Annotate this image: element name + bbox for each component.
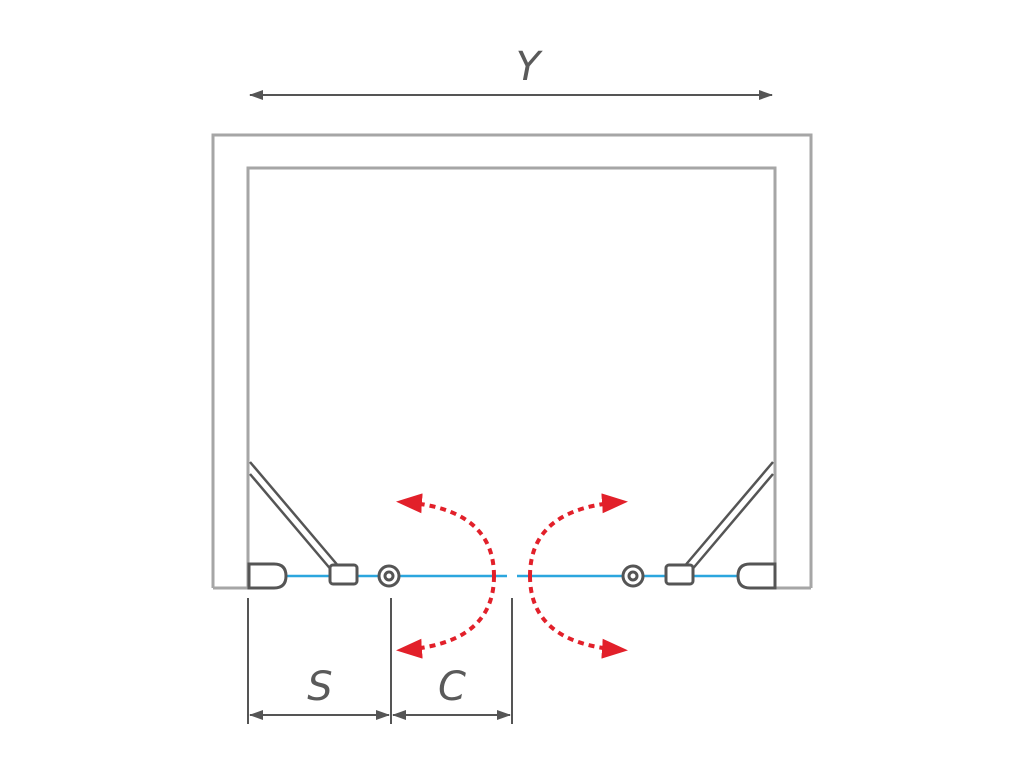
left-wall-profile xyxy=(247,562,288,590)
left-fixed-panel xyxy=(249,461,341,573)
right-wall-profile xyxy=(736,562,777,590)
width-label: Y xyxy=(516,44,544,90)
enclosure-frame xyxy=(211,133,813,590)
outer-wall xyxy=(211,133,813,588)
right-handle-knob-inner xyxy=(627,570,639,582)
left-hinge xyxy=(328,563,359,586)
right-swing-arrow-inward xyxy=(528,493,628,577)
width-dimension: Y xyxy=(249,44,773,100)
left-swing-arrow-inward xyxy=(396,493,496,577)
fixed-panel-label: S xyxy=(307,664,332,710)
right-swing-arrow-outward xyxy=(528,575,628,659)
inner-wall xyxy=(246,166,777,588)
left-swing-arrow-outward xyxy=(396,575,496,659)
left-handle-knob-inner xyxy=(383,570,395,582)
door-opening-label: C xyxy=(438,664,466,710)
right-fixed-panel xyxy=(682,461,774,573)
swing-arrows xyxy=(396,493,628,659)
right-hinge xyxy=(664,563,695,586)
hardware xyxy=(247,562,777,590)
bottom-dimensions xyxy=(247,598,513,724)
